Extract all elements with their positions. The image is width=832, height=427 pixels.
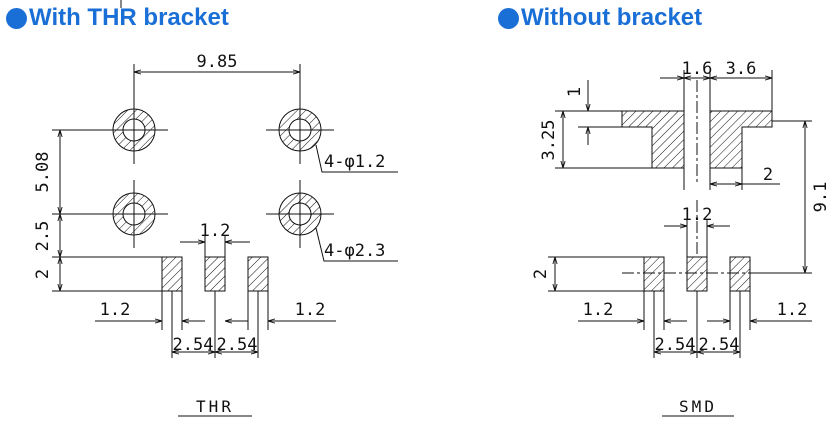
smd-bracket-right bbox=[709, 110, 773, 169]
smd-dim-left: 1.2 bbox=[583, 300, 614, 320]
smd-pitch-2: 2.54 bbox=[699, 335, 740, 355]
thr-hole-small-callout: 4-φ1.2 bbox=[324, 152, 385, 172]
smd-dim-1: 1 bbox=[565, 87, 585, 97]
thr-pitch-1: 2.54 bbox=[173, 335, 214, 355]
thr-pad-3 bbox=[247, 256, 269, 292]
smd-dim-1-6: 1.6 bbox=[682, 59, 713, 79]
thr-pad-2 bbox=[204, 256, 226, 292]
smd-dim-9-1: 9.1 bbox=[811, 182, 831, 213]
smd-dim-right: 1.2 bbox=[777, 300, 808, 320]
heading-thr: With THR bracket bbox=[6, 4, 229, 32]
thr-dim-left: 1.2 bbox=[100, 300, 131, 320]
smd-pad-2 bbox=[686, 256, 708, 292]
smd-dim-pad-h: 2 bbox=[531, 269, 551, 279]
smd-bracket-left bbox=[621, 110, 685, 169]
bullet-icon bbox=[498, 7, 519, 29]
heading-smd: Without bracket bbox=[498, 4, 702, 32]
smd-dim-pad-w: 1.2 bbox=[682, 205, 713, 225]
smd-pitch-1: 2.54 bbox=[655, 335, 696, 355]
smd-dim-3-25: 3.25 bbox=[539, 120, 559, 161]
thr-dim-top: 9.85 bbox=[197, 52, 238, 72]
smd-pad-1 bbox=[643, 256, 665, 292]
smd-dim-2-right: 2 bbox=[763, 165, 773, 185]
thr-dim-right: 1.2 bbox=[295, 300, 326, 320]
thr-dim-pad-h: 2 bbox=[33, 269, 53, 279]
smd-pad-3 bbox=[729, 256, 751, 292]
bullet-icon bbox=[6, 7, 27, 29]
thr-drawing bbox=[52, 64, 398, 417]
thr-pad-1 bbox=[161, 256, 183, 292]
thr-hole-large-callout: 4-φ2.3 bbox=[324, 241, 385, 261]
thr-dim-pad-w: 1.2 bbox=[200, 221, 231, 241]
smd-dim-3-6: 3.6 bbox=[726, 59, 757, 79]
smd-drawing bbox=[548, 70, 812, 417]
smd-caption: SMD bbox=[679, 397, 717, 416]
thr-dim-holes-vert: 5.08 bbox=[33, 152, 53, 193]
thr-caption: THR bbox=[196, 397, 234, 416]
heading-smd-text: Without bracket bbox=[521, 4, 703, 31]
heading-thr-text: With THR bracket bbox=[29, 4, 229, 31]
thr-dim-pad-gap: 2.5 bbox=[33, 221, 53, 252]
thr-pitch-2: 2.54 bbox=[217, 335, 258, 355]
